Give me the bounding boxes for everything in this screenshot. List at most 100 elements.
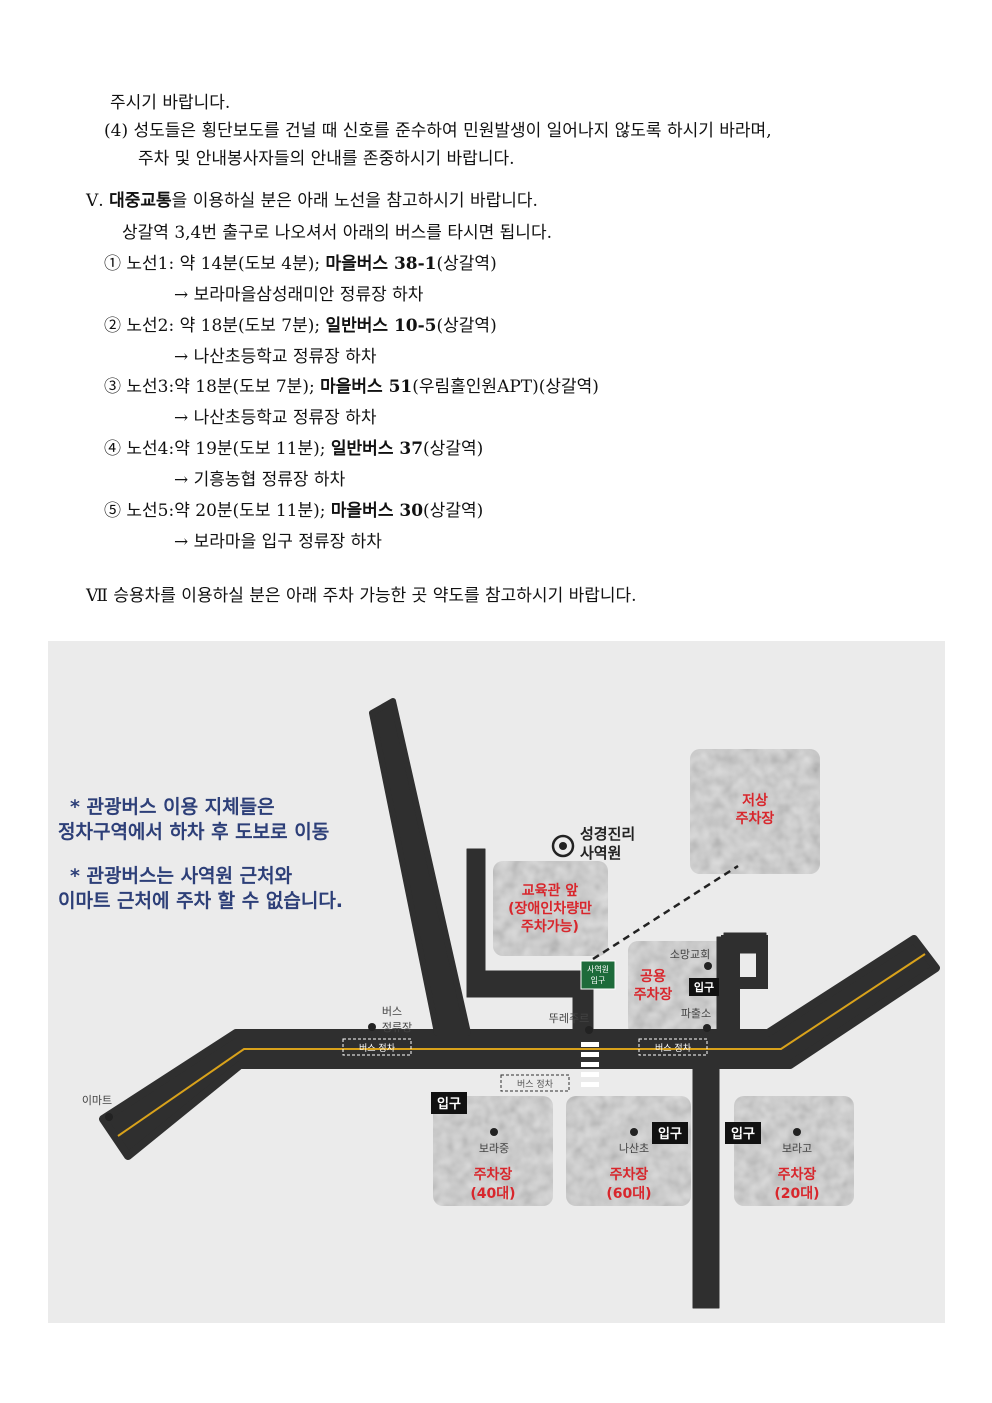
tour-bus-note-1-line-1: * 관광버스 이용 지체들은 [70,796,275,818]
bora-middle-label: 보라중 [479,1142,509,1155]
continuation-line: 주시기 바랍니다. [110,93,231,113]
route-1: ① 노선1: 약 14분(도보 4분); 마을버스 38-1(상갈역) [104,253,497,275]
church-name-line-1: 성경진리 [580,825,635,843]
route-4-bus: 일반버스 37 [330,439,424,459]
bora-high-dot [793,1128,801,1136]
route-1-time: ① 노선1: 약 14분(도보 4분); [104,254,326,274]
bus-zone-west [342,1038,412,1056]
route-4: ④ 노선4:약 19분(도보 11분); 일반버스 37(상갈역) [104,438,483,460]
route-2-bus: 일반버스 10-5 [325,316,437,336]
route-2: ② 노선2: 약 18분(도보 7분); 일반버스 10-5(상갈역) [104,315,497,337]
route-4-origin: (상갈역) [423,439,484,459]
police-box-label: 파출소 [681,1007,711,1020]
section-5-number: Ⅴ. [86,191,110,211]
lot-40-capacity: (40대) [470,1186,515,1202]
entrance-branch-road [466,970,588,998]
church-entrance-sign-line-2: 입구 [591,976,606,985]
main-road [99,935,940,1160]
entrance-sign-lot-60 [652,1122,688,1144]
education-hall-label-3: 주차가능) [521,919,579,935]
shared-lot-label-2: 주차장 [634,986,673,1003]
section-5-subheading: 상갈역 3,4번 출구로 나오셔서 아래의 버스를 타시면 됩니다. [122,223,552,243]
route-2-time: ② 노선2: 약 18분(도보 7분); [104,316,326,336]
entrance-sign-lot-40-label: 입구 [437,1097,461,1112]
low-lot-label-2: 주차장 [736,810,775,827]
bus-zone-south [500,1074,570,1092]
route-4-stop: → 기흥농협 정류장 하차 [174,470,346,490]
low-lot-label-1: 저상 [742,793,768,809]
center-line [117,953,926,1137]
nasan-elementary-dot [630,1128,638,1136]
route-5-bus: 마을버스 30 [330,501,424,521]
parking-lot-patches [433,749,854,1206]
route-3-time: ③ 노선3:약 18분(도보 7분); [104,377,321,397]
bus-zone-south-label: 버스 정차 [517,1078,554,1090]
lot-60-capacity: (60대) [606,1186,651,1202]
education-hall-label-2: (장애인차량만 [508,900,592,917]
route-1-bus: 마을버스 38-1 [325,254,437,274]
tour-bus-note-1-line-2: 정차구역에서 하차 후 도보로 이동 [58,821,329,843]
walking-path-line [592,864,739,961]
tous-les-jours-label: 뚜레주르 [549,1012,589,1025]
bus-zone-east-label: 버스 정차 [655,1042,692,1054]
lot-20-label: 주차장 [778,1166,817,1183]
section-5-keyword: 대중교통 [109,191,172,211]
route-5-origin: (상갈역) [423,501,484,521]
bus-stop-label-1: 버스 [382,1005,402,1018]
entrance-sign-east [689,978,719,996]
route-2-origin: (상갈역) [436,316,497,336]
shared-lot-label-1: 공용 [640,969,666,985]
somang-church-label: 소망교회 [670,948,710,961]
route-3: ③ 노선3:약 18분(도보 7분); 마을버스 51(우림홀인원APT)(상갈… [104,376,599,398]
bora-middle-dot [490,1128,498,1136]
entrance-sign-lot-60-label: 입구 [658,1127,682,1142]
emart-dot [105,1113,113,1121]
section-5-rest: 을 이용하실 분은 아래 노선을 참고하시기 바랍니다. [171,191,538,211]
church-marker-icon [551,834,575,858]
bus-stop-label-2: 정류장 [382,1021,412,1034]
route-2-stop: → 나산초등학교 정류장 하차 [174,347,377,367]
route-3-stop: → 나산초등학교 정류장 하차 [174,408,377,428]
bus-stop-dot [368,1023,376,1031]
lot-40-label: 주차장 [474,1166,513,1183]
parking-map: 버스 정차 버스 정차 버스 정차 * 관광버스 이용 지체들은 정차구역에서 … [48,641,945,1323]
route-1-origin: (상갈역) [436,254,497,274]
entrance-sign-lot-20-label: 입구 [731,1127,755,1142]
entrance-sign-lot-20 [725,1122,761,1144]
church-entrance-sign [580,960,616,990]
lot-20-capacity: (20대) [774,1186,819,1202]
nasan-elementary-label: 나산초 [619,1142,649,1155]
somang-church-dot [704,962,712,970]
route-5: ⑤ 노선5:약 20분(도보 11분); 마을버스 30(상갈역) [104,500,483,522]
route-3-origin: (우림홀인원APT)(상갈역) [412,377,599,397]
south-road [692,1032,720,1309]
tous-les-jours-dot [585,1026,593,1034]
item-4-line-2: 주차 및 안내봉사자들의 안내를 존중하시기 바랍니다. [138,149,515,169]
tour-bus-note-2-line-2: 이마트 근처에 주차 할 수 없습니다. [58,889,343,912]
entrance-sign-east-label: 입구 [694,981,714,994]
item-4-line-1: (4) 성도들은 횡단보도를 건널 때 신호를 준수하여 민원발생이 일어나지 … [104,121,772,141]
bora-high-label: 보라고 [782,1142,812,1155]
bus-zone-west-label: 버스 정차 [359,1042,396,1054]
tour-bus-note-2-line-1: * 관광버스는 사역원 근처와 [70,865,293,887]
section-5-heading: Ⅴ. 대중교통을 이용하실 분은 아래 노선을 참고하시기 바랍니다. [86,190,538,212]
loop-road [728,935,768,989]
north-road [369,698,471,1036]
route-1-stop: → 보라마을삼성래미안 정류장 하차 [174,285,424,305]
emart-label: 이마트 [82,1094,112,1107]
church-name-line-2: 사역원 [580,844,621,862]
police-box-dot [703,1024,711,1032]
section-7-heading: Ⅶ 승용차를 이용하실 분은 아래 주차 가능한 곳 약도를 참고하시기 바랍니… [86,586,637,606]
route-5-time: ⑤ 노선5:약 20분(도보 11분); [104,501,331,521]
church-entrance-sign-line-1: 사역원 [587,964,609,974]
entrance-stub-road [466,848,486,998]
bus-zone-east [638,1038,708,1056]
route-3-bus: 마을버스 51 [320,377,413,397]
route-5-stop: → 보라마을 입구 정류장 하차 [174,532,382,552]
roads [99,698,940,1309]
entrance-sign-lot-40 [431,1092,467,1114]
education-hall-label-1: 교육관 앞 [522,882,579,899]
crosswalk [581,1042,599,1087]
lot-60-label: 주차장 [610,1166,649,1183]
route-4-time: ④ 노선4:약 19분(도보 11분); [104,439,331,459]
